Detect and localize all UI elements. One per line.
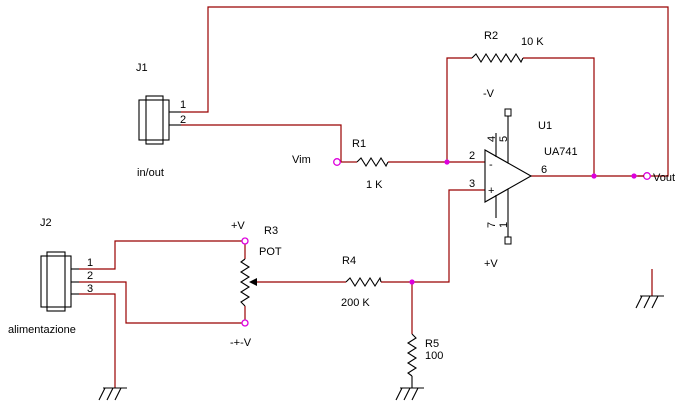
opamp-u1: 2 3 6 4 5 7 1 - + U1 UA741 -V +V	[469, 88, 578, 270]
pin-2-number: 2	[469, 150, 475, 162]
vout-terminal-circle	[643, 172, 651, 180]
j1-connector: J1 in/out 1 2	[136, 62, 186, 179]
u1-part: UA741	[544, 146, 578, 158]
r5-ref: R5	[425, 338, 439, 350]
r3-value: POT	[259, 246, 282, 258]
j2-ref: J2	[40, 217, 52, 229]
ground-r5	[395, 387, 424, 401]
r2-resistor: R2 10 K	[471, 30, 544, 64]
wires	[79, 6, 669, 388]
pin-7-number: 7	[486, 222, 498, 228]
junction-feedback-output	[631, 173, 637, 179]
r4-value: 200 K	[341, 297, 370, 309]
j2-pin1-wire	[79, 240, 245, 270]
u1-ref: U1	[538, 120, 552, 132]
ground-j2	[98, 387, 127, 401]
j2-pin2-wire	[79, 281, 245, 324]
j2-label: alimentazione	[8, 324, 76, 336]
r1-value: 1 K	[366, 179, 383, 191]
r3-ref: R3	[264, 225, 278, 237]
pot-bottom-terminal	[241, 319, 249, 327]
neg-supply-label: -V	[483, 88, 495, 100]
inverting-sign: -	[489, 159, 493, 171]
r2-left-wire	[446, 57, 472, 162]
vim-terminal: Vim	[292, 154, 341, 166]
pot-top-supply: +V	[231, 220, 245, 232]
pin-4-number: 4	[486, 136, 498, 142]
vim-label: Vim	[292, 154, 311, 166]
junctions	[409, 159, 637, 285]
j1-ref: J1	[136, 62, 148, 74]
junction-r2-output	[591, 173, 597, 179]
noninv-wire	[412, 189, 485, 283]
junction-r4-r5	[409, 279, 415, 285]
pin-3-number: 3	[469, 178, 475, 190]
r1-ref: R1	[352, 138, 366, 150]
r4-resistor: R4 200 K	[341, 255, 382, 309]
pin1-stub	[504, 236, 512, 245]
r1-resistor: R1 1 K	[352, 138, 389, 191]
ground-right	[635, 295, 664, 309]
j2-pin2-number: 2	[87, 270, 93, 282]
feedback-loop-wire	[181, 6, 669, 177]
j2-pin3-number: 3	[87, 283, 93, 295]
r2-right-wire	[523, 57, 595, 176]
junction-inv-node	[444, 159, 450, 165]
vout-terminal: Vout	[638, 172, 675, 184]
vim-terminal-circle	[333, 158, 341, 166]
pot-top-terminal	[241, 237, 249, 245]
noninverting-sign: +	[488, 185, 494, 197]
pin-5-number: 5	[498, 136, 510, 142]
pot-wiper-arrow	[249, 278, 257, 286]
pin-6-number: 6	[541, 164, 547, 176]
r3-potentiometer: R3 POT +V -+-V	[230, 220, 282, 349]
pin5-stub	[504, 108, 512, 117]
j1-pin2-number: 2	[180, 114, 186, 126]
pos-supply-label: +V	[484, 258, 498, 270]
r2-ref: R2	[484, 30, 498, 42]
j1-pin2-wire	[181, 124, 342, 162]
pot-bottom-supply: -+-V	[230, 337, 252, 349]
j2-pin1-number: 1	[87, 257, 93, 269]
j2-connector: J2 alimentazione 1 2 3	[8, 217, 93, 336]
r5-resistor: R5 100	[406, 333, 443, 388]
pin-1-number: 1	[498, 222, 510, 228]
j1-label: in/out	[137, 167, 164, 179]
r2-value: 10 K	[521, 36, 544, 48]
r4-ref: R4	[342, 255, 356, 267]
vout-label: Vout	[653, 172, 675, 184]
j2-pin3-wire	[79, 293, 116, 388]
j1-pin1-number: 1	[180, 99, 186, 111]
r5-value: 100	[425, 350, 443, 362]
